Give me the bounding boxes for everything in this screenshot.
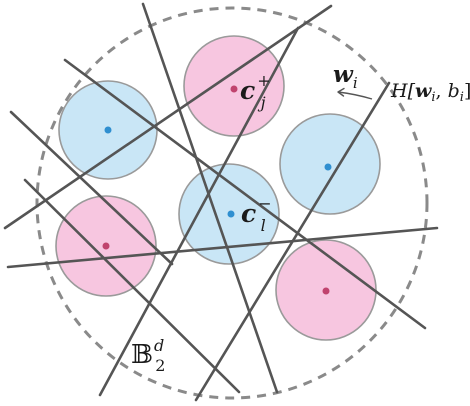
hyperplane-line xyxy=(23,178,241,394)
hyperplanes xyxy=(3,2,439,402)
outer-ball-boundary xyxy=(35,6,429,400)
data-balls xyxy=(55,35,381,341)
label-c-plus: c+j xyxy=(240,71,271,112)
negative-ball xyxy=(279,113,381,215)
label-w-i: wi xyxy=(333,61,358,92)
hyperplane-line xyxy=(141,2,279,394)
hyperplane-line xyxy=(63,58,427,330)
normal-vector-arrow xyxy=(337,87,373,100)
hyperplane-line xyxy=(9,110,174,266)
negative-ball xyxy=(58,80,158,180)
hyperplane-line xyxy=(98,26,300,397)
positive-ball-c-plus xyxy=(183,35,285,137)
hyperplane-line xyxy=(194,81,391,402)
negative-ball-c-minus xyxy=(178,163,280,265)
label-hyperplane: H[wi, bi] xyxy=(390,80,470,105)
hyperplane-line xyxy=(3,4,333,230)
positive-ball xyxy=(55,195,157,297)
hyperplane-line xyxy=(6,226,439,269)
label-c-minus: c−l xyxy=(241,194,272,235)
